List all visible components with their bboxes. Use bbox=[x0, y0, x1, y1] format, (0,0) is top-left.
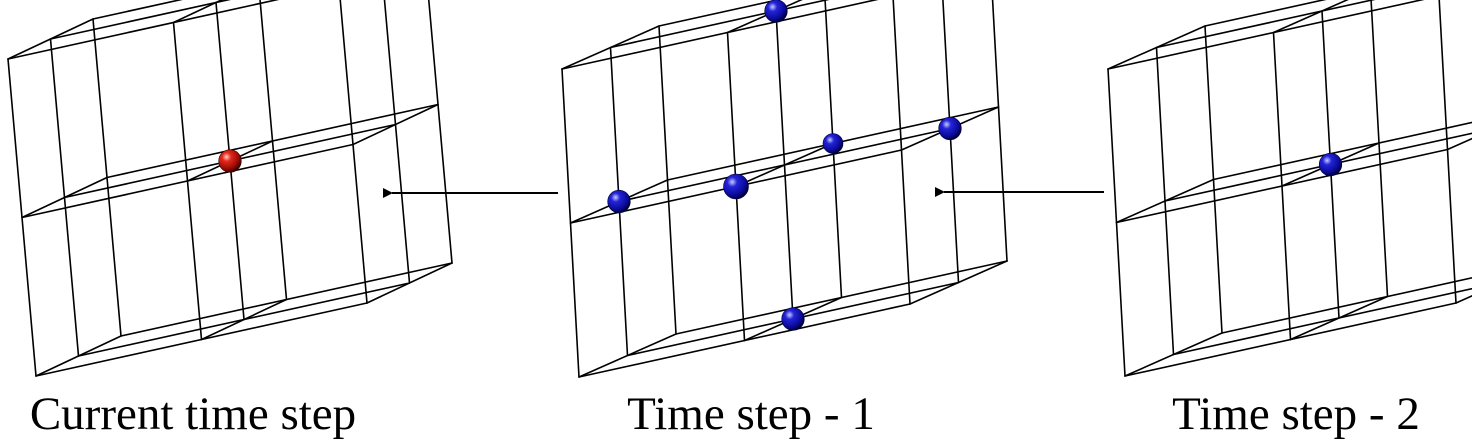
blue-sphere bbox=[607, 189, 631, 214]
grid-line bbox=[1212, 121, 1472, 181]
grid-cube-step-minus-2 bbox=[1107, 0, 1472, 377]
blue-sphere bbox=[1318, 152, 1343, 177]
blue-sphere bbox=[781, 307, 805, 331]
grid-line bbox=[92, 0, 183, 20]
grid-line bbox=[1446, 137, 1472, 151]
grid-line bbox=[1155, 0, 1376, 49]
grid-line bbox=[658, 0, 781, 27]
blue-sphere bbox=[723, 173, 749, 200]
grid-line bbox=[561, 0, 879, 70]
blue-sphere bbox=[764, 0, 788, 23]
grid-line bbox=[991, 0, 1008, 262]
grid-line bbox=[427, 0, 453, 264]
caption-current-time-step: Current time step bbox=[29, 388, 357, 440]
blue-sphere bbox=[822, 133, 844, 154]
grid-line bbox=[383, 0, 411, 284]
grid-line bbox=[1172, 287, 1472, 356]
grid-line bbox=[259, 0, 288, 301]
grid-line bbox=[942, 0, 960, 284]
grid-line bbox=[1204, 0, 1327, 27]
grid-cube-current bbox=[7, 0, 453, 377]
grid-line bbox=[1107, 0, 1425, 70]
grid-line bbox=[339, 0, 368, 304]
grid-line bbox=[1370, 0, 1389, 298]
caption-time-step-minus-1: Time step - 1 bbox=[627, 388, 875, 440]
grid-cube-step-minus-1 bbox=[561, 0, 1008, 378]
blue-sphere bbox=[938, 116, 962, 141]
grid-line bbox=[352, 103, 439, 146]
grid-line bbox=[49, 0, 232, 40]
caption-time-step-minus-2: Time step - 2 bbox=[1172, 388, 1420, 440]
grid-line bbox=[7, 0, 280, 60]
red-sphere bbox=[218, 149, 242, 173]
grid-line bbox=[735, 142, 834, 188]
